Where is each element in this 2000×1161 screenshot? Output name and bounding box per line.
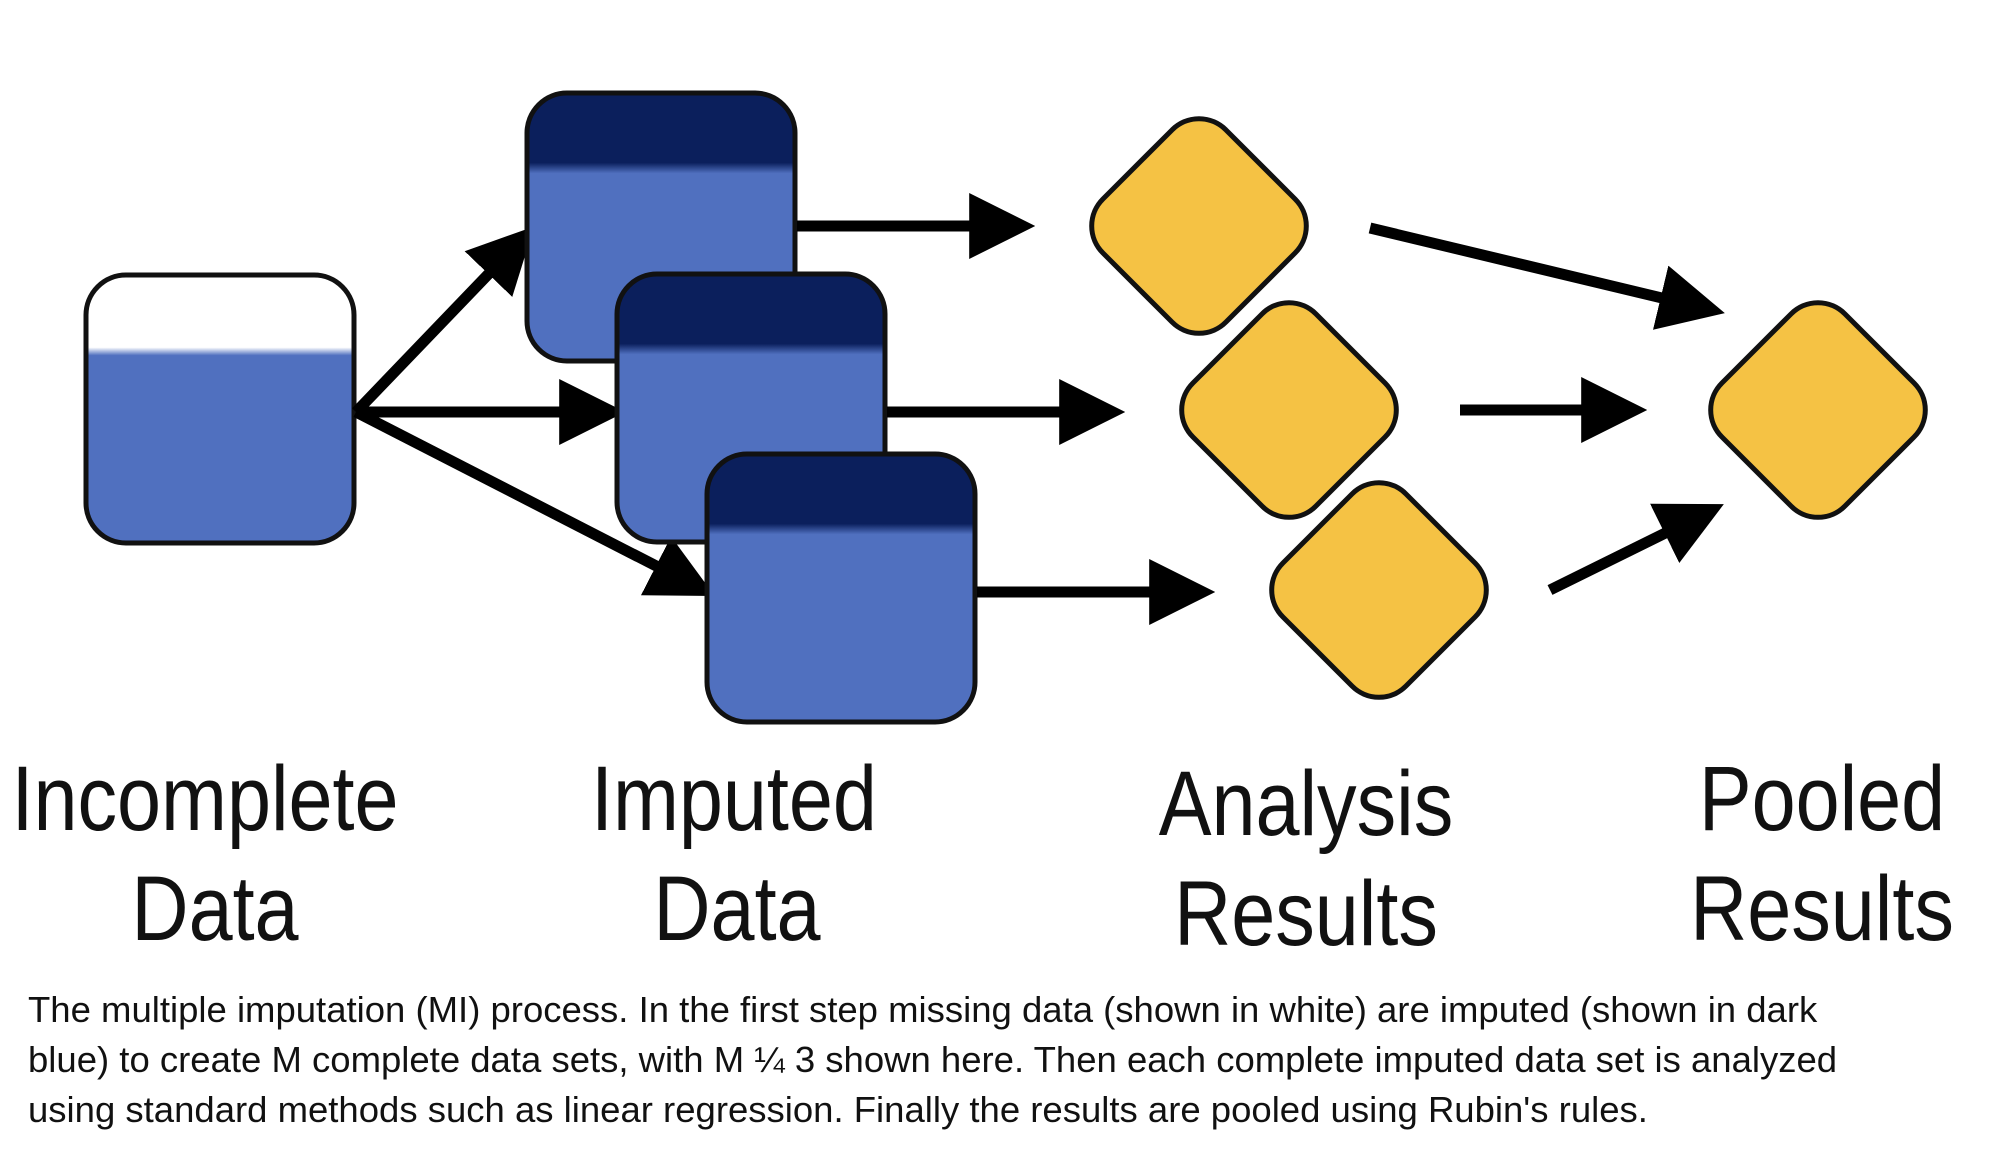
caption-line-2: blue) to create M complete data sets, wi…	[28, 1039, 1838, 1080]
analysis-result-diamond-2	[1179, 300, 1399, 520]
label-imputed-line2: Data	[653, 857, 820, 960]
label-pooled-line1: Pooled	[1699, 747, 1945, 850]
label-imputed-line1: Imputed	[591, 747, 877, 850]
label-incomplete-line2: Data	[131, 857, 298, 960]
analysis-result-diamond-1	[1089, 116, 1309, 336]
label-pooled-line2: Results	[1690, 857, 1954, 960]
incomplete-data-box	[83, 272, 357, 546]
caption-line-1: The multiple imputation (MI) process. In…	[28, 989, 1818, 1030]
imputed-data-box-3	[704, 451, 978, 725]
label-analysis-line1: Analysis	[1159, 752, 1454, 855]
figure-caption: The multiple imputation (MI) process. In…	[28, 985, 1988, 1135]
arrow-analysis-to-pooled-3	[1547, 503, 1724, 595]
pooled-result-diamond	[1708, 300, 1928, 520]
arrow-analysis-to-pooled-1	[1368, 222, 1725, 330]
label-analysis-line2: Results	[1174, 862, 1438, 965]
arrow-incomplete-to-imputed-1	[352, 226, 535, 416]
label-incomplete-line1: Incomplete	[11, 747, 398, 850]
arrow-incomplete-to-imputed-3	[353, 407, 715, 597]
analysis-result-diamond-3	[1269, 480, 1489, 700]
caption-line-3: using standard methods such as linear re…	[28, 1089, 1648, 1130]
